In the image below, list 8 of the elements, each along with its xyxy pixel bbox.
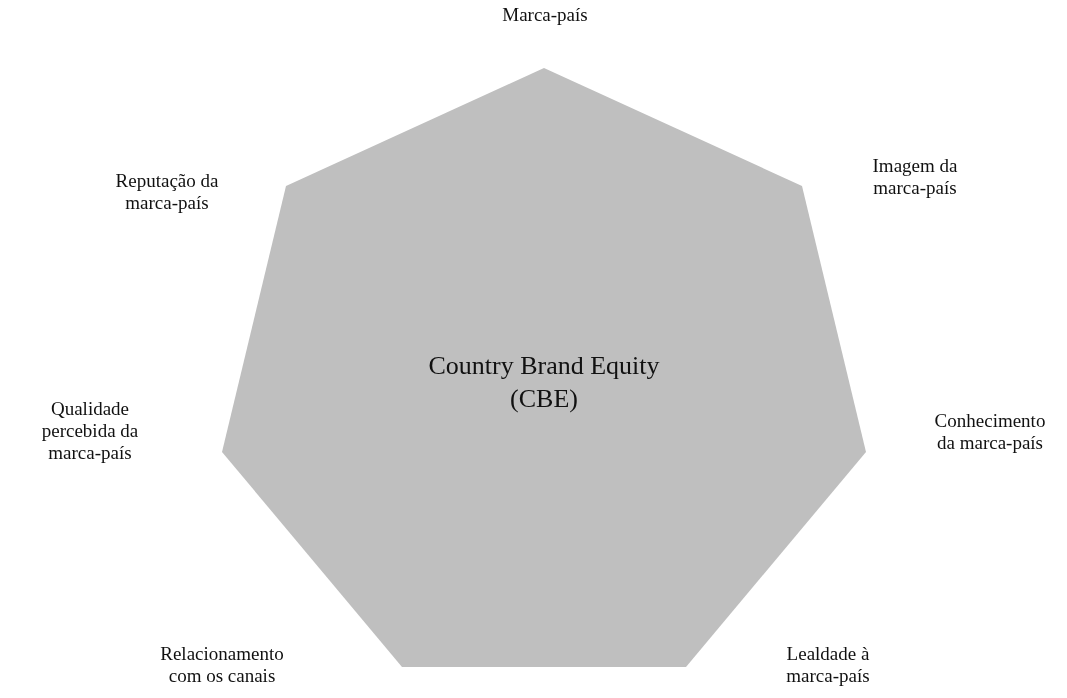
vertex-label: Conhecimento da marca-país: [933, 410, 1047, 454]
vertex-label: Relacionamento com os canais: [159, 643, 285, 687]
vertex-label: Imagem da marca-país: [871, 155, 959, 199]
vertex-label: Lealdade à marca-país: [785, 643, 871, 687]
center-title: Country Brand Equity (CBE): [427, 350, 661, 415]
vertex-label: Reputação da marca-país: [114, 170, 220, 214]
vertex-label: Marca-país: [501, 4, 589, 26]
vertex-label: Qualidade percebida da marca-país: [40, 398, 140, 464]
